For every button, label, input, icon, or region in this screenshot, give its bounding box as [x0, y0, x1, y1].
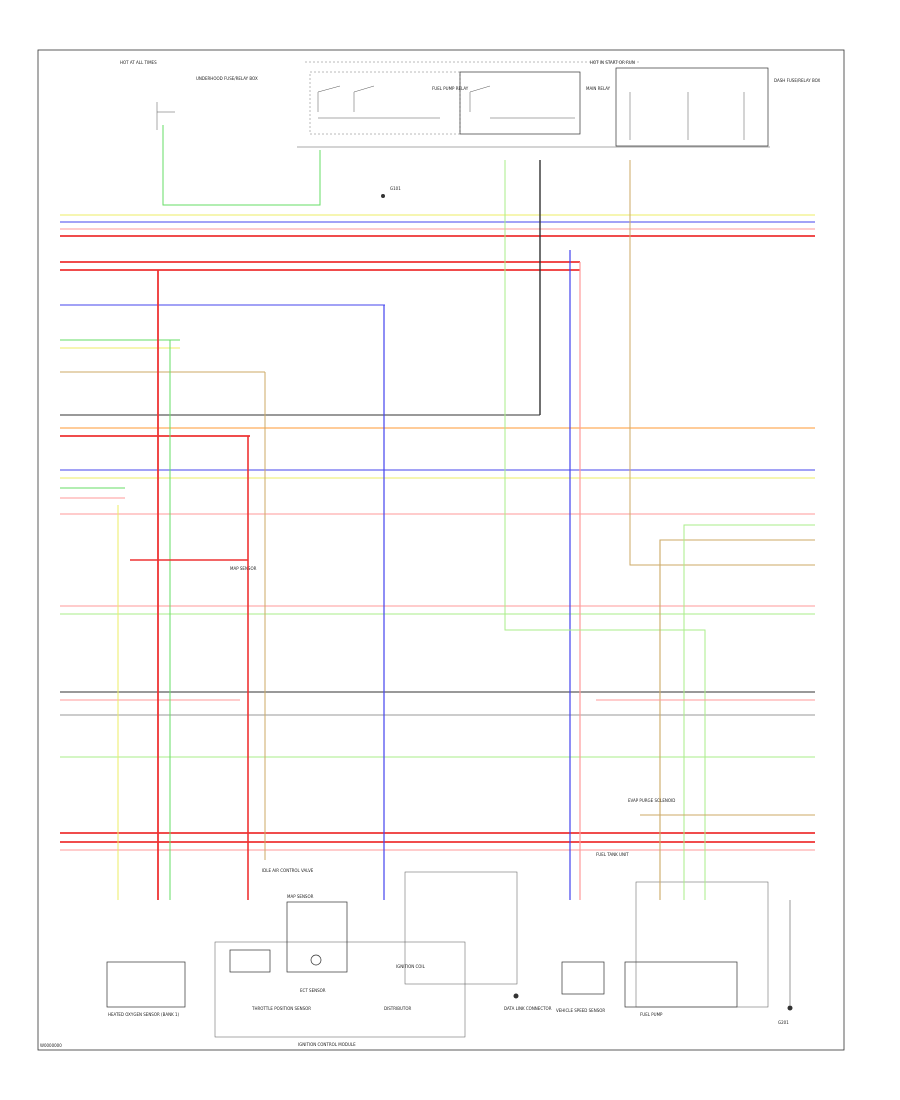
page-code: W0000000	[40, 1043, 62, 1048]
wire-green-top	[162, 125, 321, 206]
ground-g1-label: G101	[390, 186, 401, 191]
wire-tan-pump	[659, 539, 815, 900]
relay-a-switch	[317, 85, 375, 112]
components-layer: HOT AT ALL TIMES UNDERHOOD FUSE/RELAY BO…	[106, 60, 821, 1047]
right-fuse-block: HOT IN START OR RUN DASH FUSE/RELAY BOX	[590, 60, 821, 147]
data-link-icon	[513, 993, 519, 999]
vss-box	[561, 961, 605, 995]
wire-green-pump	[683, 524, 815, 900]
hot-at-all-times-label: HOT AT ALL TIMES	[120, 60, 157, 65]
ground-g1-block: G101	[381, 186, 401, 198]
idle-control-label: IDLE AIR CONTROL VALVE	[262, 868, 314, 873]
fuel-pump-label: FUEL PUMP	[640, 1012, 663, 1017]
right-fuse-box	[615, 67, 769, 147]
distributor-label: DISTRIBUTOR	[384, 1006, 411, 1011]
relay-b-switch	[469, 85, 491, 112]
ecm-box	[214, 941, 466, 1038]
data-link-label: DATA LINK CONNECTOR	[504, 1006, 552, 1011]
sensor-note-label: MAP SENSOR	[230, 566, 257, 571]
wire-green-right	[504, 160, 706, 900]
canister-label: EVAP PURGE SOLENOID	[628, 798, 675, 803]
ign-coil-box	[404, 871, 518, 985]
ground-g2-icon	[787, 1005, 793, 1011]
idle-control-box	[229, 949, 271, 973]
fuse-block-right-label: DASH FUSE/RELAY BOX	[774, 78, 821, 83]
bottom-components: HEATED OXYGEN SENSOR (BANK 1) IDLE AIR C…	[106, 566, 793, 1047]
vss-label: VEHICLE SPEED SENSOR	[556, 1008, 605, 1013]
relay-b-box	[459, 71, 581, 135]
relay-a-label: FUEL PUMP RELAY	[432, 86, 469, 91]
fuel-tank-label: FUEL TANK UNIT	[596, 852, 629, 857]
relay-b-label: MAIN RELAY	[586, 86, 611, 91]
ign-coil-label: IGNITION COIL	[396, 964, 426, 969]
map-sensor-label: MAP SENSOR	[287, 894, 314, 899]
tps-label: THROTTLE POSITION SENSOR	[251, 1006, 311, 1011]
hot-in-run-label: HOT IN START OR RUN	[590, 60, 635, 65]
wires-layer	[60, 125, 815, 1005]
relay-group: FUEL PUMP RELAY MAIN RELAY	[297, 61, 770, 148]
fuel-tank-box	[635, 881, 769, 1008]
hot-in-all-times-block: HOT AT ALL TIMES UNDERHOOD FUSE/RELAY BO…	[120, 60, 258, 130]
map-sensor-icon	[310, 954, 322, 966]
map-sensor-box	[286, 901, 348, 973]
ground-g1-icon	[381, 194, 385, 198]
wire-tan-right	[629, 160, 815, 566]
ignition-module-label: IGNITION CONTROL MODULE	[298, 1042, 356, 1047]
ground-g2-label: G201	[778, 1020, 789, 1025]
ect-label: ECT SENSOR	[300, 988, 326, 993]
page-frame	[37, 49, 845, 1051]
o2-sensor-box	[106, 961, 186, 1008]
o2-sensor-label: HEATED OXYGEN SENSOR (BANK 1)	[108, 1012, 180, 1017]
fuse-block-left-label: UNDERHOOD FUSE/RELAY BOX	[196, 76, 258, 81]
